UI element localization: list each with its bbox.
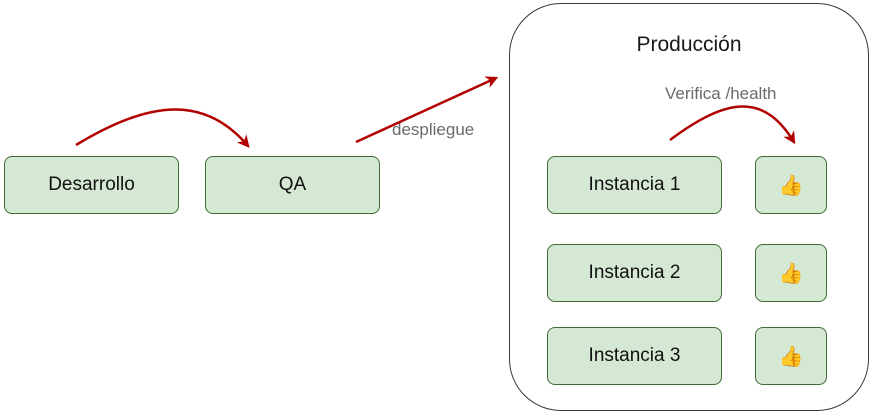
arrow-desarrollo-to-qa — [75, 108, 250, 148]
instance-2-label: Instancia 2 — [588, 262, 681, 283]
instance-2: Instancia 2 — [547, 244, 722, 302]
stage-desarrollo-label: Desarrollo — [48, 174, 135, 195]
instance-1: Instancia 1 — [547, 156, 722, 214]
health-box-1: 👍 — [755, 156, 827, 214]
instance-3: Instancia 3 — [547, 327, 722, 385]
instance-1-label: Instancia 1 — [588, 174, 681, 195]
health-check-label: Verifica /health — [665, 84, 777, 103]
deploy-label: despliegue — [392, 120, 475, 139]
health-box-2: 👍 — [755, 244, 827, 302]
thumbs-up-icon: 👍 — [778, 261, 804, 285]
stage-desarrollo: Desarrollo — [4, 156, 179, 214]
produccion-title: Producción — [636, 33, 742, 56]
thumbs-up-icon: 👍 — [778, 173, 804, 197]
stage-qa: QA — [205, 156, 380, 214]
stage-qa-label: QA — [278, 174, 307, 195]
health-box-3: 👍 — [755, 327, 827, 385]
thumbs-up-icon: 👍 — [778, 344, 804, 368]
instance-3-label: Instancia 3 — [588, 345, 681, 366]
